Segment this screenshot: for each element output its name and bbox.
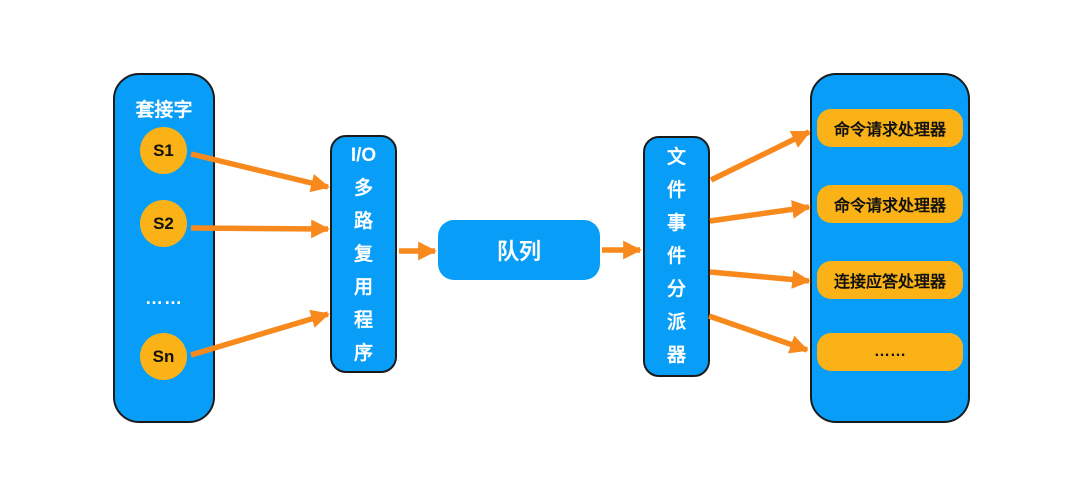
- socket-ellipsis: ……: [145, 288, 183, 308]
- socket-panel-title: 套接字: [135, 100, 193, 121]
- handler-ellipsis: ……: [817, 333, 963, 371]
- socket-node-s1-label: S1: [153, 140, 174, 160]
- queue-box: 队列: [438, 220, 600, 280]
- socket-node-s2: S2: [140, 200, 187, 247]
- handler-connection-reply-label: 连接应答处理器: [833, 274, 946, 291]
- handler-ellipsis-label: ……: [874, 343, 906, 360]
- socket-node-s2-label: S2: [153, 213, 174, 233]
- dispatcher-label: 文 件 事 件 分 派 器: [666, 147, 686, 366]
- arrow-dispatcher-to-handler-3: [709, 269, 811, 289]
- io-multiplexer-box: I/O 多 路 复 用 程 序: [330, 135, 397, 373]
- socket-node-sn: Sn: [140, 333, 187, 380]
- handler-command-request-2-label: 命令请求处理器: [833, 198, 946, 215]
- io-multiplexer-label: I/O 多 路 复 用 程 序: [350, 144, 377, 364]
- arrow-dispatcher-to-handler-1: [709, 129, 811, 183]
- handler-command-request-1: 命令请求处理器: [817, 109, 963, 147]
- dispatcher-box: 文 件 事 件 分 派 器: [643, 136, 710, 377]
- socket-node-s1: S1: [140, 127, 187, 174]
- socket-node-sn-label: Sn: [152, 346, 175, 366]
- queue-label: 队列: [496, 239, 541, 264]
- handler-connection-reply: 连接应答处理器: [817, 261, 963, 299]
- arrow-dispatcher-to-handler-4: [708, 313, 809, 354]
- handler-command-request-2: 命令请求处理器: [817, 185, 963, 223]
- arrow-dispatcher-to-handler-2: [709, 200, 811, 224]
- handler-command-request-1-label: 命令请求处理器: [833, 122, 946, 139]
